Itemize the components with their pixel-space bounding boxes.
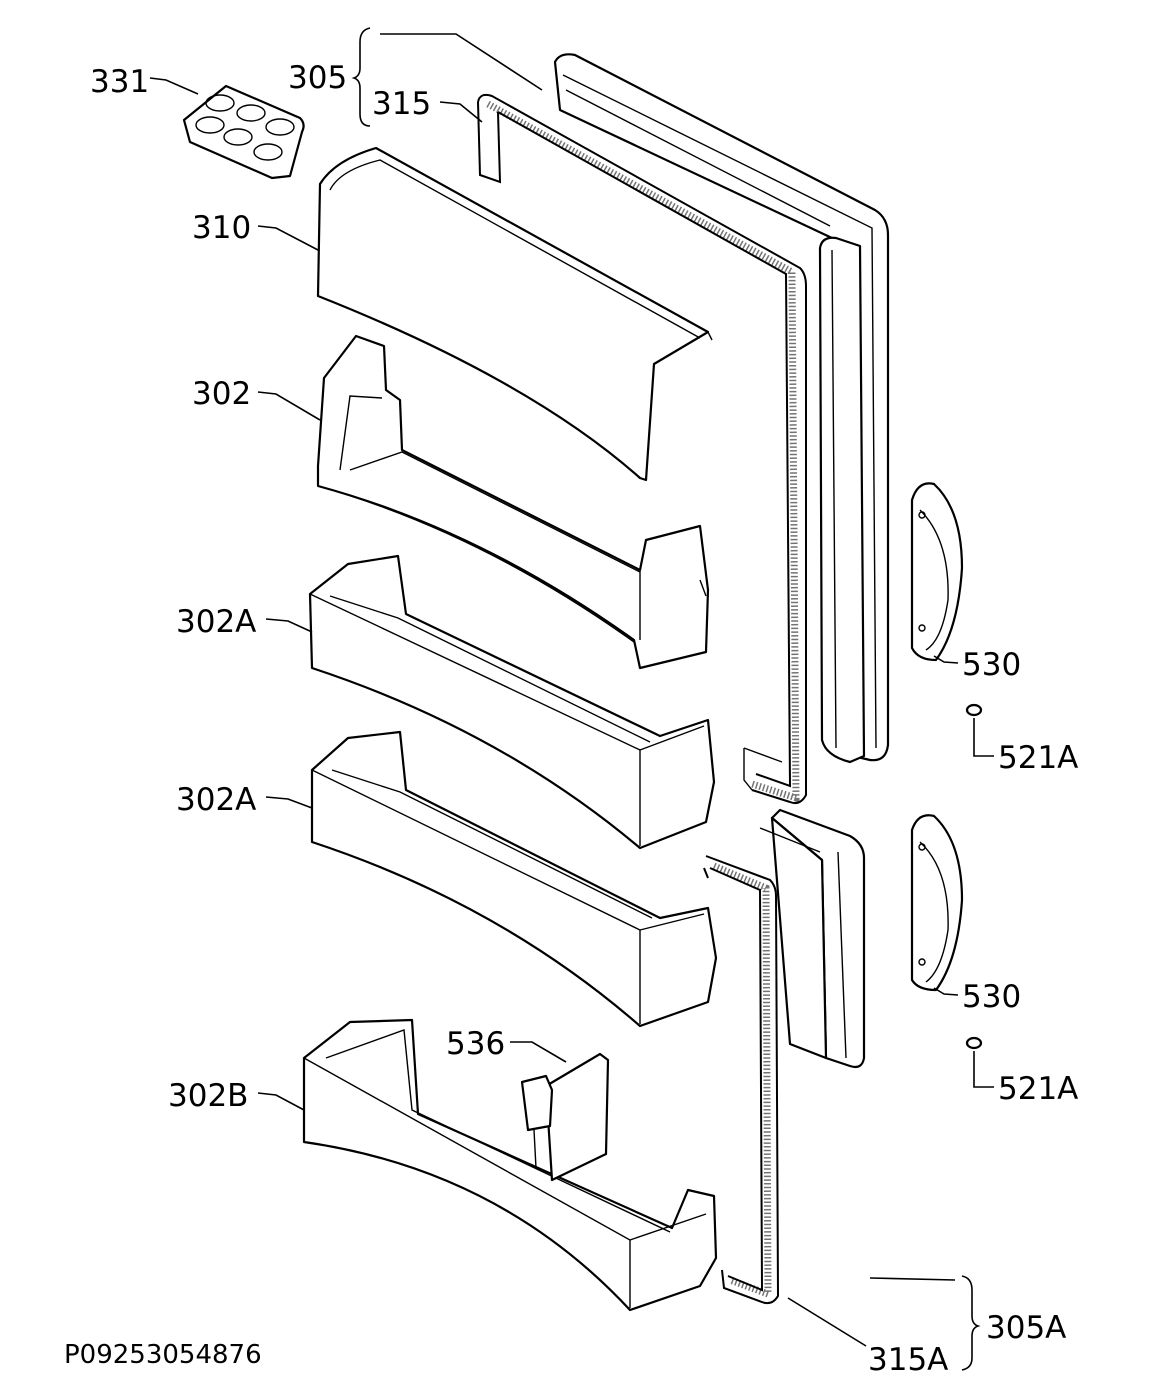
label-302a-upper: 302A: [176, 604, 256, 640]
handle-530-lower: [910, 814, 964, 992]
label-521a-upper: 521A: [998, 740, 1078, 776]
label-530-lower: 530: [962, 979, 1021, 1015]
label-315a: 315A: [868, 1342, 948, 1378]
end-cap-521a-lower: [965, 1036, 983, 1050]
door-shelf-302a-upper: [308, 554, 716, 850]
handle-530-upper: [910, 482, 964, 662]
lower-gasket-315a: [703, 855, 780, 1305]
upper-gasket-315: [477, 93, 807, 805]
lower-door-305a: [759, 808, 866, 1069]
label-331: 331: [90, 64, 149, 100]
label-310: 310: [192, 210, 251, 246]
upper-door-305: [553, 53, 890, 764]
label-521a-lower: 521A: [998, 1071, 1078, 1107]
end-cap-521a-upper: [965, 703, 983, 717]
label-302b: 302B: [168, 1078, 248, 1114]
label-530-upper: 530: [962, 647, 1021, 683]
bottle-holder-536: [520, 1052, 610, 1182]
label-305: 305: [288, 60, 347, 96]
door-shelf-302: [316, 334, 710, 670]
leader-lines: [149, 27, 994, 1371]
label-302: 302: [192, 376, 251, 412]
egg-tray-331: [182, 84, 305, 180]
drawing-code: P09253054876: [64, 1340, 262, 1370]
door-shelf-302b: [302, 1018, 718, 1312]
flap-310: [316, 146, 713, 482]
part-labels: 331 305 315 310 302 302A 302A 302B 536 5…: [64, 60, 1078, 1378]
label-315: 315: [372, 86, 431, 122]
door-shelf-302a-lower: [310, 730, 718, 1028]
label-536: 536: [446, 1026, 505, 1062]
label-305a: 305A: [986, 1310, 1066, 1346]
label-302a-lower: 302A: [176, 782, 256, 818]
